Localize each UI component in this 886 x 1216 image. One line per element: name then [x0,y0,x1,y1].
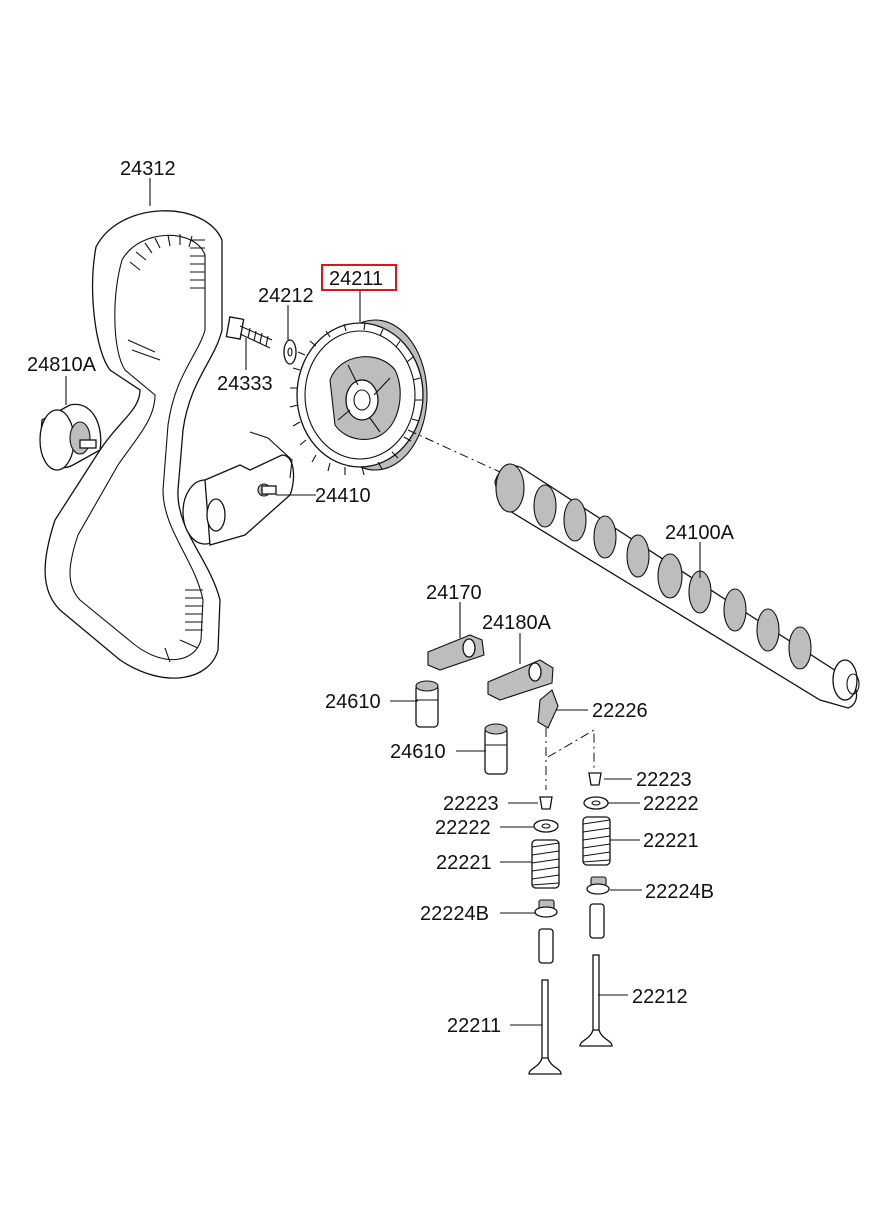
label-intake-valve: 22211 [447,1015,501,1037]
label-exhaust-valve: 22212 [632,986,688,1008]
guide-right [589,903,605,939]
label-retainer-lock-left: 22223 [443,793,499,815]
lash-adjuster-a [415,680,439,728]
washer [283,339,297,365]
label-seal-right: 22224B [645,881,714,903]
label-idler-pulley: 24810A [27,354,97,376]
tensioner [182,431,295,546]
highlight-box [321,264,397,291]
rocker-arm-a [427,634,485,671]
spring-left [531,839,560,889]
label-rocker-shaft: 22226 [592,700,648,722]
bolt [225,316,273,349]
retainer-left [533,819,559,833]
cam-sprocket [289,319,428,476]
label-cam-sprocket: 24211 [329,268,383,290]
camshaft [494,463,860,709]
lash-adjuster-b [484,723,508,775]
retainer-lock-right [588,772,602,786]
rocker-shaft [537,689,595,790]
label-bolt: 24333 [217,373,273,395]
label-washer: 24212 [258,285,314,307]
idler-pulley [39,403,102,471]
rocker-arm-b [487,659,554,701]
label-retainer-right: 22222 [643,793,699,815]
retainer-lock-left [539,796,553,810]
label-rocker-arm-b: 24180A [482,612,552,634]
seal-left [534,899,558,918]
seal-right [586,876,610,895]
label-lash-adjuster-a: 24610 [325,691,381,713]
intake-valve [528,979,562,1075]
exhaust-valve [579,954,613,1047]
leader-lines [65,178,701,1026]
label-timing-belt: 24312 [120,158,176,180]
label-retainer-left: 22222 [435,817,491,839]
spring-right [582,816,611,866]
timing-belt [44,210,223,679]
label-spring-right: 22221 [643,830,699,852]
label-rocker-arm-a: 24170 [426,582,482,604]
label-spring-left: 22221 [436,852,492,874]
label-lash-adjuster-b: 24610 [390,741,446,763]
label-seal-left: 22224B [420,903,489,925]
label-tensioner: 24410 [315,485,371,507]
retainer-right [583,796,609,810]
guide-left [538,928,554,964]
label-camshaft: 24100A [665,522,735,544]
part-labels: 24312 24211 24212 24333 24810A 24410 241… [27,158,735,1037]
label-retainer-lock-right: 22223 [636,769,692,791]
